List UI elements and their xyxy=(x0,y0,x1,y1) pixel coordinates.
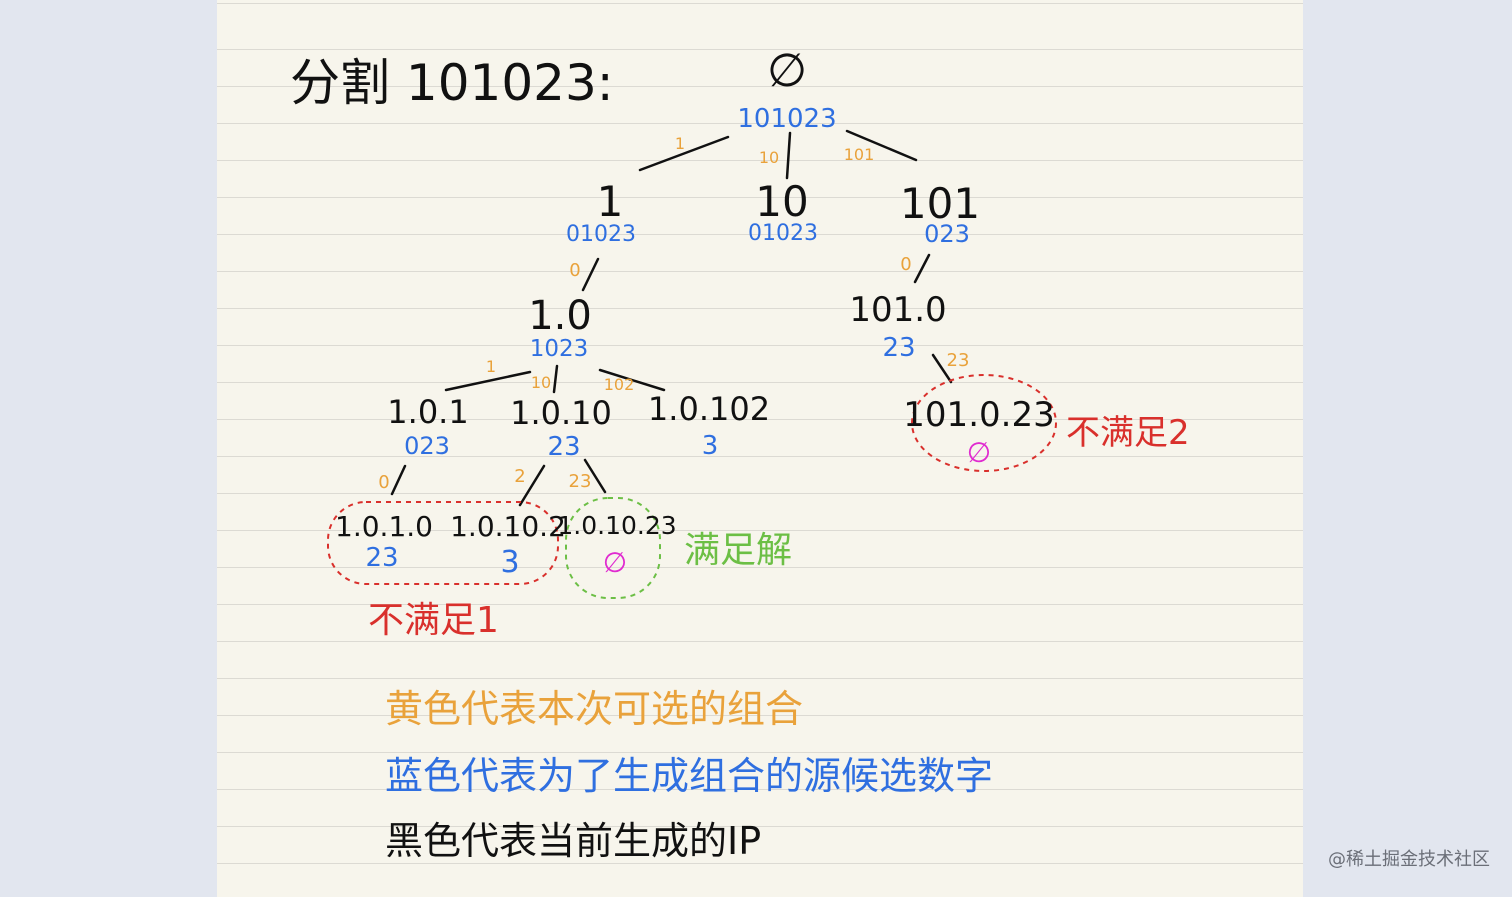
edge-line xyxy=(598,368,666,392)
notebook-paper xyxy=(217,0,1303,897)
not-satisfy-1-label: 不满足1 xyxy=(368,600,499,641)
node-rest: 01023 xyxy=(748,221,818,246)
diagram-title: 分割 101023: xyxy=(290,54,614,112)
edge-line xyxy=(581,257,600,292)
node-label: 1.0.1 xyxy=(387,393,468,431)
node-rest: ∅ xyxy=(603,546,627,579)
satisfied-label: 满足解 xyxy=(684,530,792,571)
edge-line xyxy=(583,458,607,494)
edge-label: 0 xyxy=(900,254,911,275)
edge-label: 1 xyxy=(675,134,685,153)
legend-blue: 蓝色代表为了生成组合的源候选数字 xyxy=(385,754,994,798)
edge-line xyxy=(913,253,931,284)
node-rest: 1023 xyxy=(530,336,589,362)
node-label: 1.0.102 xyxy=(648,390,770,428)
edge-label: 10 xyxy=(759,148,779,167)
node-rest: 023 xyxy=(924,220,970,248)
legend-black: 黑色代表当前生成的IP xyxy=(385,819,762,863)
edge-line xyxy=(785,131,792,180)
not-satisfy-2-label: 不满足2 xyxy=(1066,413,1190,453)
node-label: 1.0 xyxy=(528,293,592,339)
node-rest: 23 xyxy=(547,432,580,462)
node-rest: 01023 xyxy=(566,222,636,247)
node-label: 101.0 xyxy=(849,290,946,330)
edge-label: 101 xyxy=(844,145,875,164)
node-label: 101 xyxy=(900,179,980,228)
edge-line xyxy=(390,464,407,496)
edge-label: 0 xyxy=(569,260,580,281)
satisfied-outline xyxy=(565,497,661,599)
edge-label: 23 xyxy=(569,471,592,492)
node-rest: ∅ xyxy=(967,436,991,469)
node-label: 1.0.10 xyxy=(510,394,612,432)
edge-line xyxy=(518,464,546,507)
legend-orange: 黄色代表本次可选的组合 xyxy=(385,687,804,731)
node-rest: 3 xyxy=(702,431,719,461)
edge-line xyxy=(845,129,918,162)
node-label: 101.0.23 xyxy=(903,395,1054,435)
node-label: 1.0.10.23 xyxy=(557,511,676,540)
node-rest: 23 xyxy=(365,543,398,573)
edge-label: 2 xyxy=(514,466,525,487)
node-rest: 023 xyxy=(404,432,450,460)
node-rest: 3 xyxy=(500,545,519,580)
edge-line xyxy=(444,370,532,392)
not-satisfy-2-outline xyxy=(911,374,1057,472)
node-label: 1 xyxy=(597,177,624,226)
node-label: 10 xyxy=(755,177,808,226)
edge-line xyxy=(638,135,730,172)
edge-label: 10 xyxy=(531,373,551,392)
node-label: 1.0.1.0 xyxy=(335,510,433,543)
edge-line xyxy=(552,364,559,394)
edge-label: 102 xyxy=(604,375,635,394)
edge-label: 0 xyxy=(378,472,389,493)
edge-line xyxy=(931,353,953,384)
node-rest: 101023 xyxy=(737,104,836,134)
edge-label: 23 xyxy=(947,350,970,371)
node-label: ∅ xyxy=(767,43,807,97)
node-label: 1.0.10.2 xyxy=(450,510,566,543)
node-rest: 23 xyxy=(882,333,915,363)
edge-label: 1 xyxy=(486,357,496,376)
watermark: @稀土掘金技术社区 xyxy=(1328,849,1490,870)
